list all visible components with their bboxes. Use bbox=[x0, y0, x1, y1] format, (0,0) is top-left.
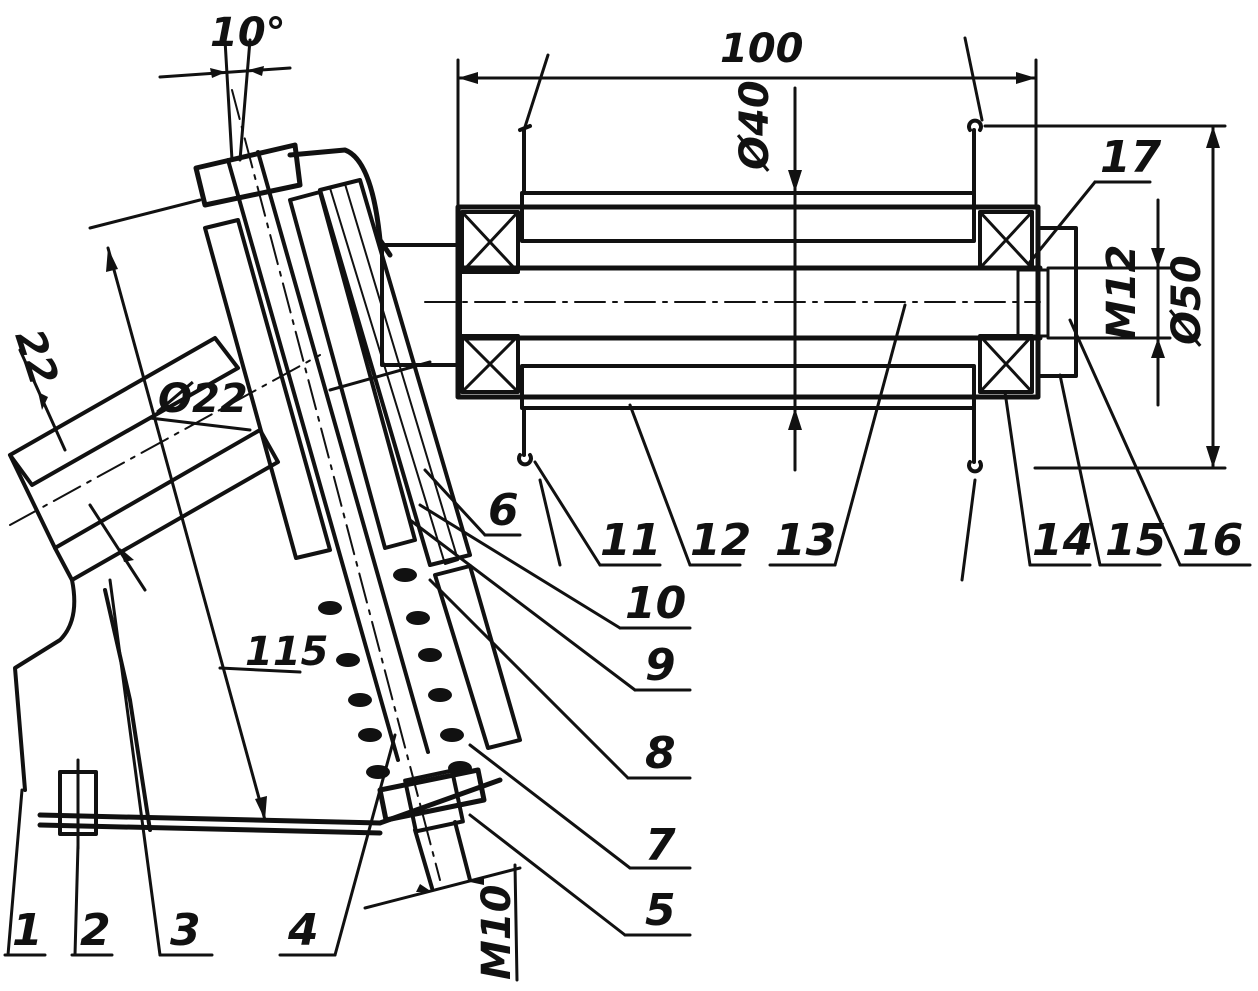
side-tube-wall-bottom bbox=[53, 428, 280, 582]
rod-left-edge bbox=[226, 158, 400, 762]
dim-m10-label: M10 bbox=[474, 885, 520, 980]
dim-115-label: 115 bbox=[245, 629, 329, 675]
inclined-tube-assembly bbox=[8, 89, 522, 890]
callout-14: 14 bbox=[1032, 515, 1093, 566]
pin-right bbox=[967, 118, 983, 474]
dim-d50-label: Ø50 bbox=[1164, 255, 1210, 347]
callout-12: 12 bbox=[690, 515, 751, 566]
dimension-m10: M10 bbox=[363, 863, 522, 982]
callout-1: 1 bbox=[12, 905, 43, 956]
callout-2: 2 bbox=[80, 905, 111, 956]
callout-13: 13 bbox=[775, 515, 836, 566]
roller-tube-wall-bottom bbox=[520, 364, 976, 410]
dim-d22-label: Ø22 bbox=[156, 376, 248, 422]
roller-tube-wall-top bbox=[520, 191, 976, 243]
callout-11: 11 bbox=[600, 515, 661, 566]
side-tube-centerline bbox=[9, 354, 321, 526]
callout-4: 4 bbox=[287, 905, 319, 956]
dim-m12-label: M12 bbox=[1099, 245, 1145, 340]
axle-nut bbox=[1036, 226, 1078, 378]
frame-outline bbox=[13, 578, 152, 832]
side-tube-wall-top bbox=[8, 336, 240, 487]
dim-angle-label: 10° bbox=[210, 10, 286, 56]
callout-16: 16 bbox=[1182, 515, 1243, 566]
axle-washer bbox=[1016, 268, 1050, 338]
guide-tube bbox=[318, 178, 472, 567]
sleeve-wall-right bbox=[288, 190, 417, 550]
sleeve-wall-left bbox=[203, 218, 332, 560]
dimension-angle: 10° bbox=[158, 10, 292, 162]
top-cap bbox=[193, 142, 303, 208]
callout-7: 7 bbox=[645, 820, 676, 871]
dim-22-label: 22 bbox=[5, 324, 66, 391]
dimension-115: 115 bbox=[88, 198, 329, 822]
dimension-100: 100 bbox=[456, 26, 1038, 207]
dim-100-label: 100 bbox=[720, 26, 804, 72]
bracket-arm bbox=[287, 147, 393, 258]
callout-9: 9 bbox=[645, 640, 676, 691]
callout-17: 17 bbox=[1100, 132, 1162, 183]
callout-10: 10 bbox=[625, 578, 686, 629]
roller-assembly bbox=[380, 118, 1097, 474]
callout-3: 3 bbox=[170, 905, 201, 956]
bottom-nut bbox=[377, 767, 487, 823]
callout-labels: 1 2 3 4 5 6 7 8 9 10 11 12 13 14 15 16 1… bbox=[12, 132, 1243, 956]
dimension-d50-m12: M12 Ø50 bbox=[983, 124, 1227, 470]
dimension-d40: Ø40 bbox=[732, 80, 802, 472]
dim-d40-label: Ø40 bbox=[732, 80, 778, 172]
callout-6: 6 bbox=[488, 485, 519, 536]
rod-centerline bbox=[231, 89, 441, 881]
callout-leaders bbox=[3, 180, 1252, 957]
guide-tube-lower bbox=[433, 564, 522, 750]
pin-left bbox=[517, 124, 533, 467]
callout-8: 8 bbox=[645, 728, 676, 779]
rod-right-edge bbox=[256, 150, 430, 754]
callout-5: 5 bbox=[645, 885, 676, 936]
callout-15: 15 bbox=[1105, 515, 1166, 566]
base-plate bbox=[37, 777, 503, 836]
